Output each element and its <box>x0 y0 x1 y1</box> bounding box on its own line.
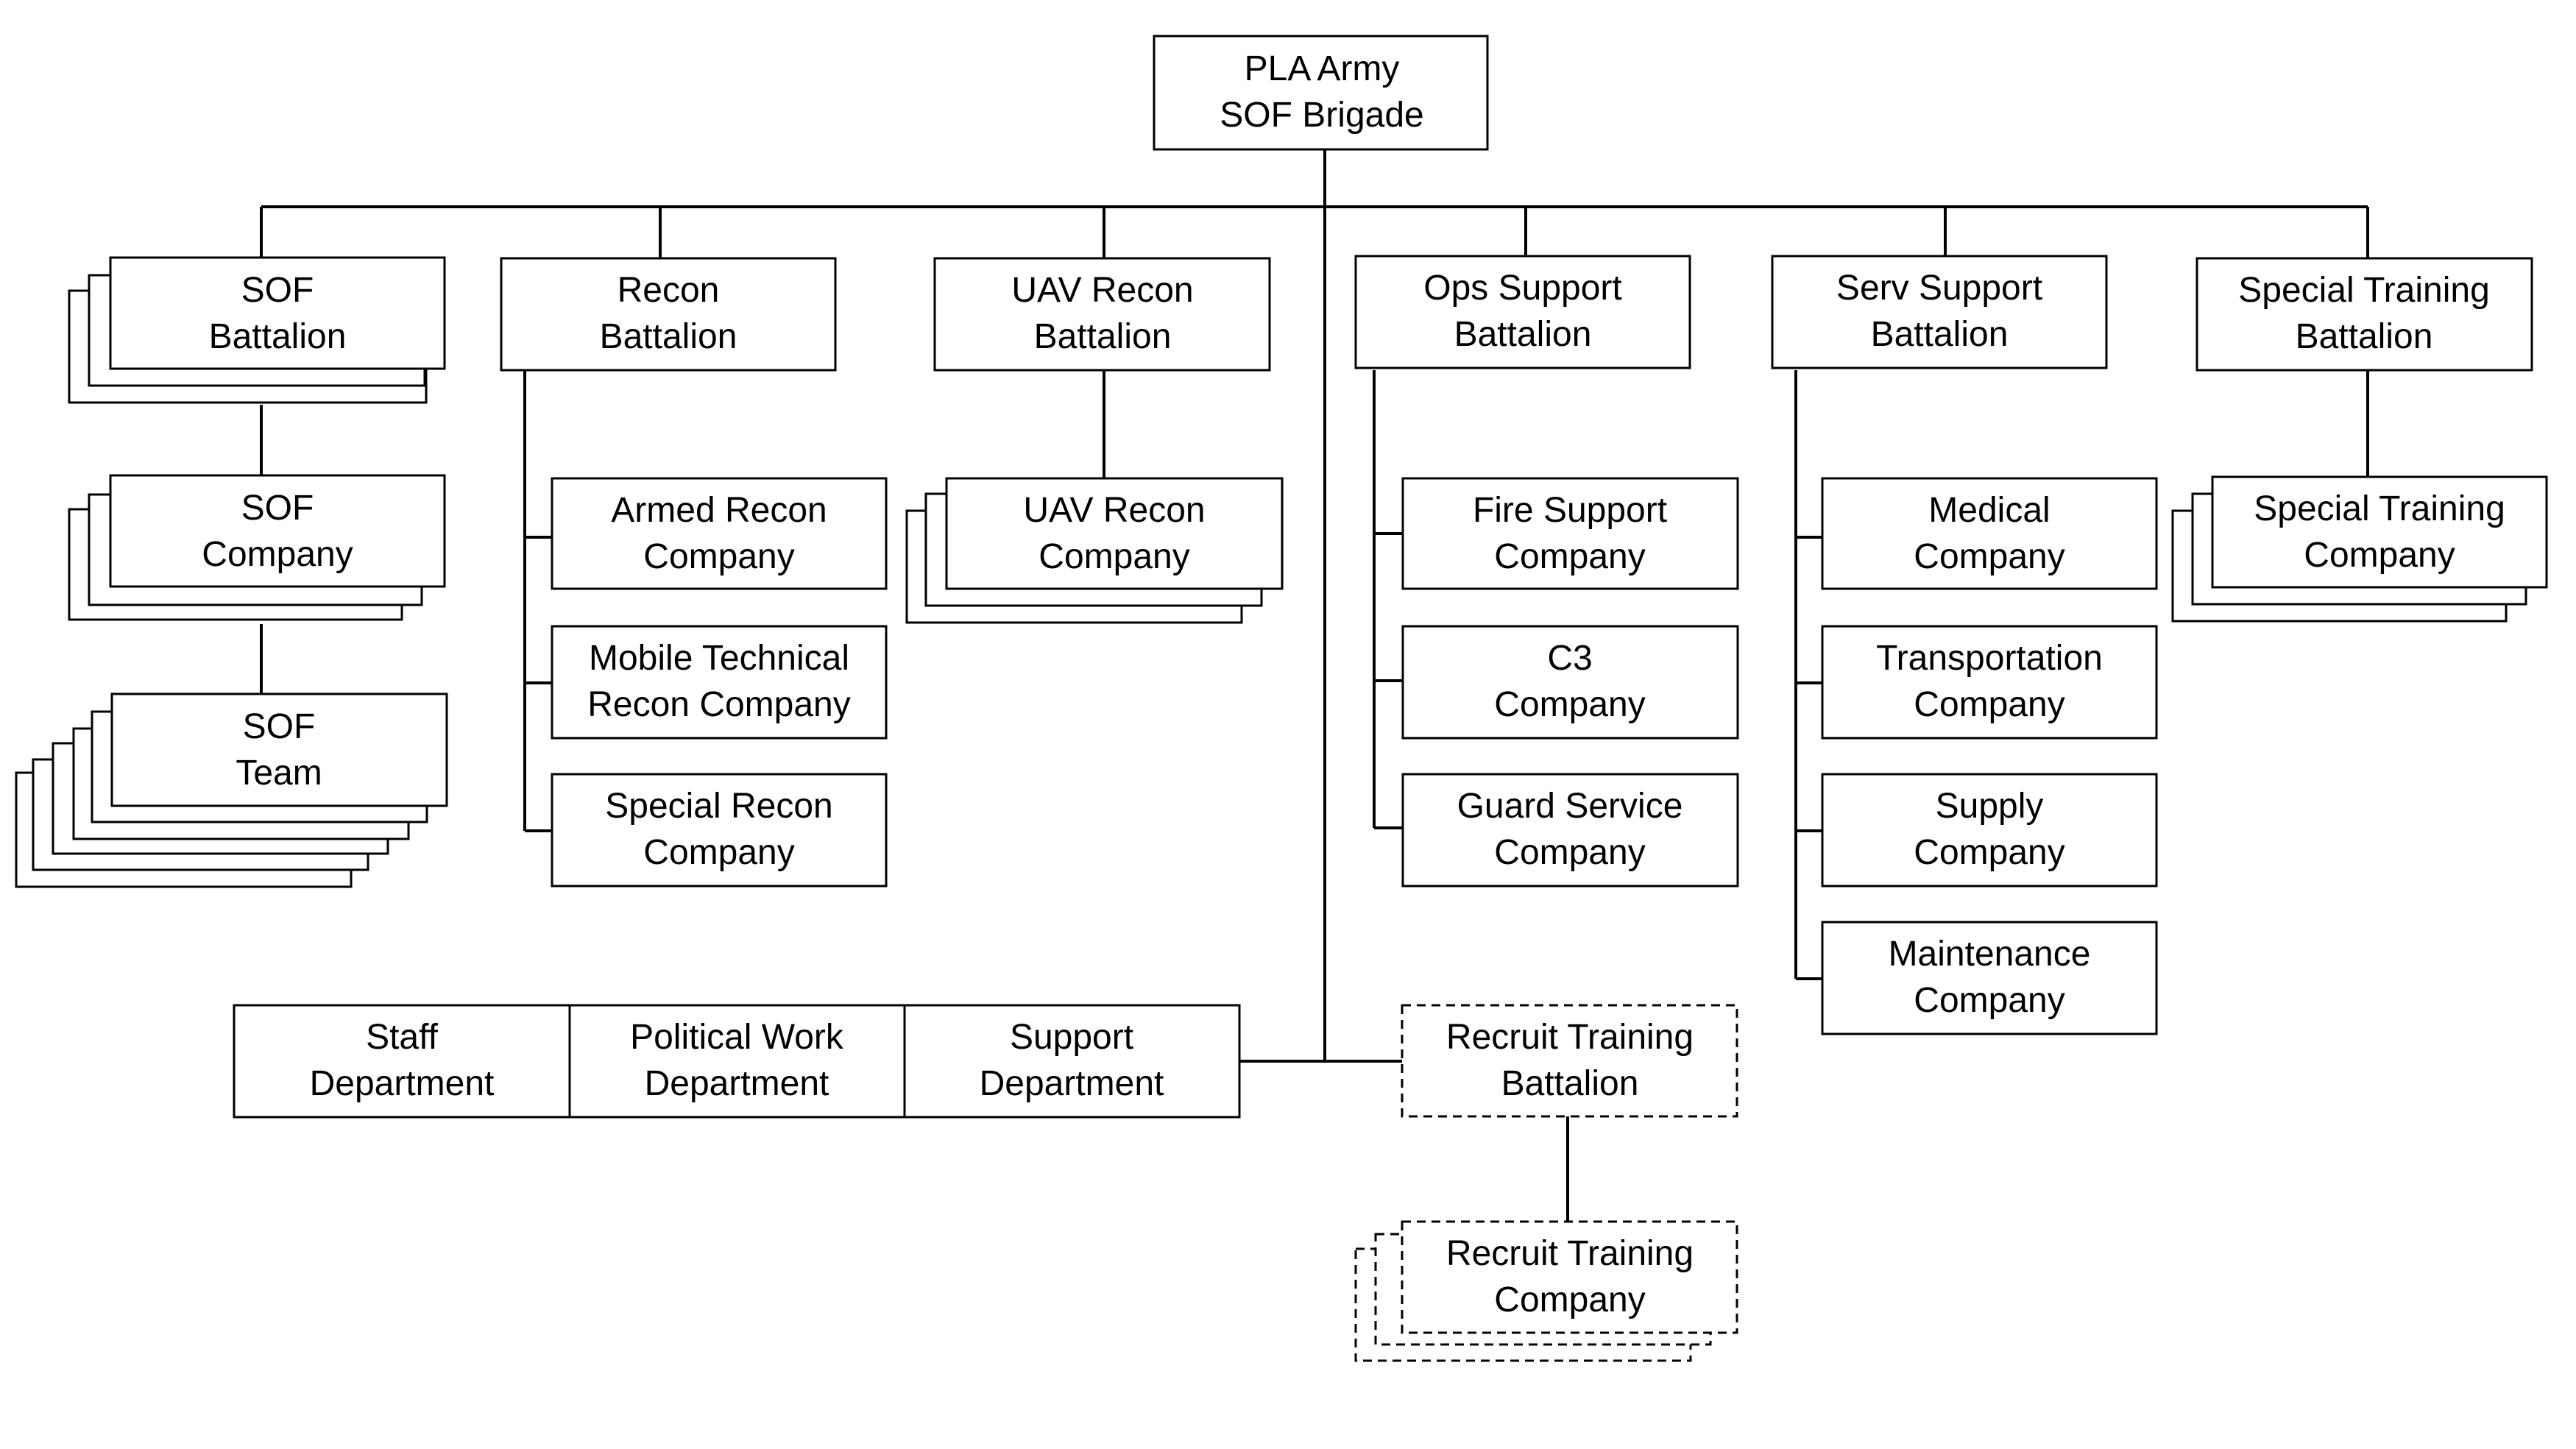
special-training-battalion-box <box>2195 257 2533 372</box>
transportation-company-box <box>1821 625 2158 740</box>
mobile-technical-recon-company-box <box>551 625 888 740</box>
recruit-training-battalion-box <box>1401 1004 1738 1118</box>
staff-department-box <box>233 1004 571 1119</box>
political-work-department-box <box>568 1004 906 1119</box>
sof-battalion-box <box>109 256 446 370</box>
guard-service-company-box <box>1401 773 1739 888</box>
brigade-box <box>1153 35 1489 151</box>
armed-recon-company-box <box>551 477 888 590</box>
sof-team-box <box>110 692 448 807</box>
ops-support-battalion-box <box>1354 255 1691 369</box>
supply-company-box <box>1821 773 2158 888</box>
connector-lines <box>260 149 2369 1222</box>
support-department-box <box>903 1004 1241 1119</box>
serv-support-battalion-box <box>1771 255 2108 369</box>
c3-company-box <box>1401 625 1739 740</box>
maintenance-company-box <box>1821 921 2158 1035</box>
recruit-training-company-box <box>1401 1220 1738 1334</box>
special-training-company-box <box>2211 475 2548 589</box>
special-recon-company-box <box>551 773 888 888</box>
sof-company-box <box>109 474 446 588</box>
uav-recon-battalion-box <box>933 257 1271 372</box>
uav-recon-company-box <box>945 477 1284 590</box>
fire-support-company-box <box>1401 477 1739 590</box>
medical-company-box <box>1821 477 2158 590</box>
recon-battalion-box <box>500 257 837 372</box>
